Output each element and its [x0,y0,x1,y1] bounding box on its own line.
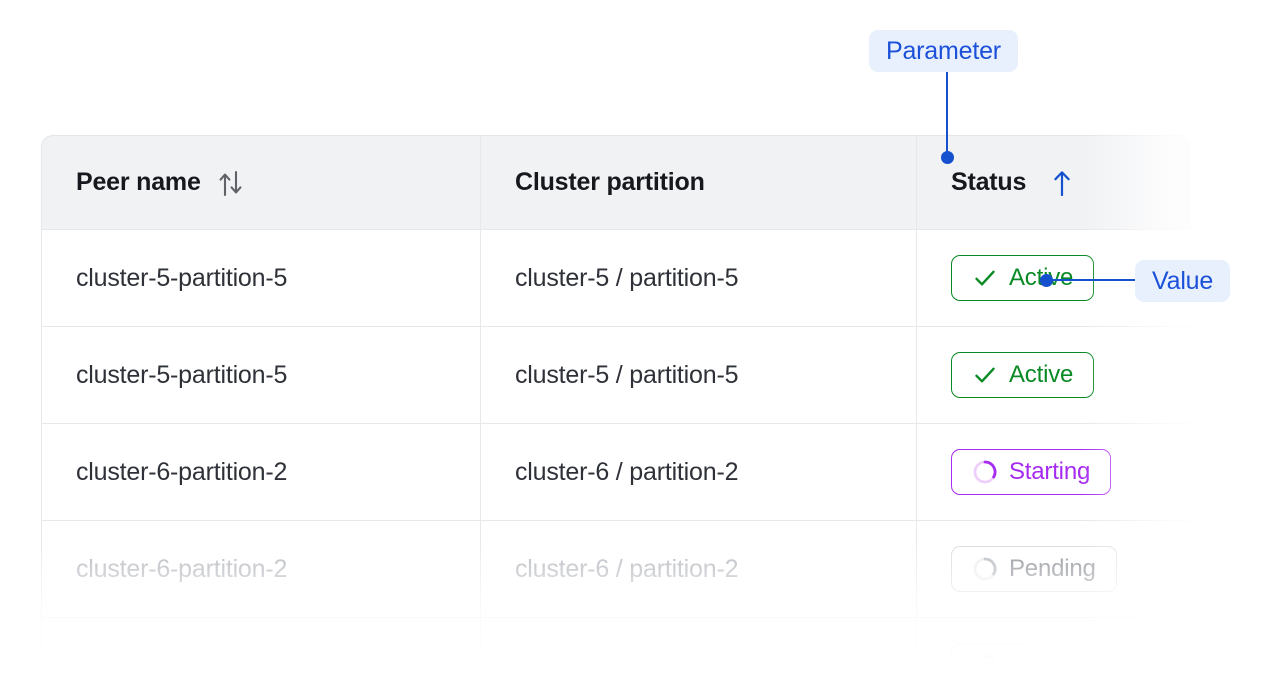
cell-cluster-partition: cluster-5 / partition-5 [481,230,917,327]
peers-table: Peer name Cluster partit [41,135,1191,688]
cell-peer-name: cluster-6-partition-2 [41,521,481,618]
table-row[interactable]: cluster-5-partition-5 cluster-5 / partit… [41,230,1191,327]
cell-peer-name [41,618,481,688]
status-badge-active: Active [951,255,1095,301]
spinner-icon [972,459,998,485]
column-header-status[interactable]: Status [917,135,1191,230]
callout-value-leader-line [1049,279,1135,282]
callout-parameter-leader-dot [941,151,954,164]
cell-status: Pending [917,521,1191,618]
status-badge-pending: Pending [951,546,1117,592]
cell-peer-name: cluster-6-partition-2 [41,424,481,521]
column-header-cluster-partition[interactable]: Cluster partition [481,135,917,230]
callout-parameter-leader-line [946,72,949,157]
status-badge-active: Active [951,352,1095,398]
callout-value: Value [1135,260,1231,302]
cell-cluster-partition: cluster-6 / partition-2 [481,424,917,521]
table-row[interactable]: cluster-6-partition-2 cluster-6 / partit… [41,521,1191,618]
cell-cluster-partition [481,618,917,688]
cell-peer-name: cluster-5-partition-5 [41,327,481,424]
table-header-row: Peer name Cluster partit [41,135,1191,230]
cell-cluster-partition: cluster-6 / partition-2 [481,521,917,618]
spinner-icon [972,556,998,582]
cell-cluster-partition: cluster-5 / partition-5 [481,327,917,424]
spinner-icon [972,653,998,679]
peers-table-container: Peer name Cluster partit [41,135,1191,688]
sort-updown-icon[interactable] [218,168,244,198]
table-row[interactable]: cluster-5-partition-5 cluster-5 / partit… [41,327,1191,424]
cell-status [917,618,1191,688]
status-badge-starting: Starting [951,449,1112,495]
table-body: cluster-5-partition-5 cluster-5 / partit… [41,230,1191,688]
column-header-peer-name-label: Peer name [76,168,201,196]
callout-parameter: Parameter [869,30,1018,72]
status-badge-label: Active [1009,361,1074,388]
callout-value-leader-dot [1040,274,1053,287]
status-badge-pending [951,643,1030,688]
cell-peer-name: cluster-5-partition-5 [41,230,481,327]
table-header: Peer name Cluster partit [41,135,1191,230]
status-badge-label: Pending [1009,555,1096,582]
cell-status: Starting [917,424,1191,521]
status-badge-label: Starting [1009,458,1091,485]
check-icon [972,362,998,388]
table-row[interactable] [41,618,1191,688]
column-header-cluster-partition-label: Cluster partition [515,168,705,196]
sort-up-icon[interactable] [1052,170,1072,196]
check-icon [972,265,998,291]
column-header-peer-name[interactable]: Peer name [41,135,481,230]
cell-status: Active [917,327,1191,424]
table-row[interactable]: cluster-6-partition-2 cluster-6 / partit… [41,424,1191,521]
column-header-status-label: Status [951,168,1027,196]
